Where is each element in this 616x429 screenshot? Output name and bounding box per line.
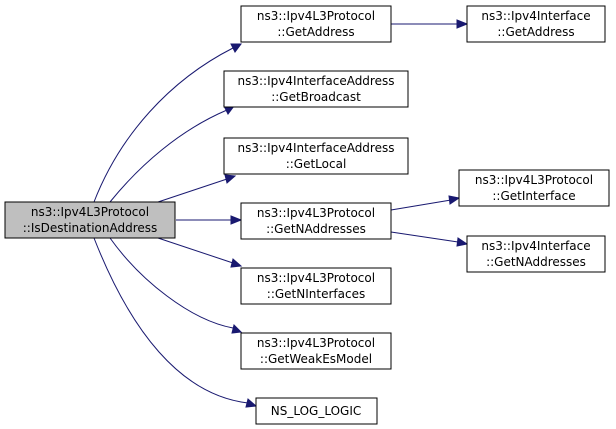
node-iface-get-address-box (466, 5, 606, 43)
edge-root-to-get-weak-es-model-arrowhead (231, 324, 243, 334)
node-iface-get-address-label-line1: ns3::Ipv4Interface (481, 9, 590, 23)
node-get-address-label-line2: ::GetAddress (277, 25, 354, 39)
edges (93, 19, 469, 408)
node-iface-get-naddresses-label-line1: ns3::Ipv4Interface (481, 239, 590, 253)
edge-root-to-get-ninterfaces (157, 237, 234, 264)
edge-root-to-get-weak-es-model (109, 237, 234, 329)
node-get-address[interactable]: ns3::Ipv4L3Protocol ::GetAddress (240, 5, 392, 43)
node-get-interface-label-line1: ns3::Ipv4L3Protocol (475, 173, 593, 187)
node-get-interface-label-line2: ::GetInterface (492, 189, 575, 203)
node-get-naddresses-label-line2: ::GetNAddresses (266, 222, 366, 236)
node-get-ninterfaces-label-line1: ns3::Ipv4L3Protocol (257, 271, 375, 285)
node-get-naddresses-box (240, 202, 392, 240)
node-get-interface-box (458, 169, 610, 207)
node-ns-log-logic-box (255, 397, 378, 425)
node-get-naddresses[interactable]: ns3::Ipv4L3Protocol ::GetNAddresses (240, 202, 392, 240)
node-iface-get-naddresses-box (466, 235, 606, 273)
node-get-broadcast-label-line2: ::GetBroadcast (271, 90, 361, 104)
node-get-weak-es-model-box (240, 332, 392, 370)
edge-get-naddresses-to-get-interface-arrowhead (448, 195, 461, 205)
edge-get-naddresses-to-get-interface (390, 199, 452, 211)
node-get-weak-es-model[interactable]: ns3::Ipv4L3Protocol ::GetWeakEsModel (240, 332, 392, 370)
node-get-local-box (223, 137, 409, 175)
node-ns-log-logic-label: NS_LOG_LOGIC (271, 404, 362, 418)
node-get-broadcast-box (223, 70, 409, 108)
node-root-label-line2: ::IsDestinationAddress (23, 221, 158, 235)
edge-root-to-get-local-arrowhead (224, 174, 237, 184)
node-get-broadcast[interactable]: ns3::Ipv4InterfaceAddress ::GetBroadcast (223, 70, 409, 108)
node-get-local-label-line2: ::GetLocal (286, 157, 347, 171)
node-get-ninterfaces-box (240, 267, 392, 305)
edge-root-to-get-local (157, 178, 228, 203)
edge-get-naddresses-to-iface-get-naddresses-arrowhead (456, 237, 469, 247)
node-get-address-label-line1: ns3::Ipv4L3Protocol (257, 9, 375, 23)
node-get-local-label-line1: ns3::Ipv4InterfaceAddress (238, 141, 395, 155)
node-ns-log-logic[interactable]: NS_LOG_LOGIC (255, 397, 378, 425)
node-root-box (4, 201, 176, 239)
node-get-broadcast-label-line1: ns3::Ipv4InterfaceAddress (238, 74, 395, 88)
node-get-naddresses-label-line1: ns3::Ipv4L3Protocol (257, 206, 375, 220)
node-get-address-box (240, 5, 392, 43)
node-root-label-line1: ns3::Ipv4L3Protocol (31, 205, 149, 219)
edge-root-to-ns-log-logic-arrowhead (245, 398, 258, 408)
edge-root-to-get-broadcast (109, 109, 228, 203)
node-get-local[interactable]: ns3::Ipv4InterfaceAddress ::GetLocal (223, 137, 409, 175)
edge-root-to-get-ninterfaces-arrowhead (230, 258, 243, 268)
edge-root-to-ns-log-logic (93, 237, 249, 404)
edge-get-naddresses-to-iface-get-naddresses (390, 231, 459, 243)
node-iface-get-address[interactable]: ns3::Ipv4Interface ::GetAddress (466, 5, 606, 43)
edge-root-to-get-address-arrowhead (230, 43, 242, 53)
node-get-weak-es-model-label-line2: ::GetWeakEsModel (260, 352, 372, 366)
node-get-interface[interactable]: ns3::Ipv4L3Protocol ::GetInterface (458, 169, 610, 207)
edge-get-address-to-iface-get-address-arrowhead (456, 19, 469, 29)
node-get-ninterfaces-label-line2: ::GetNInterfaces (267, 287, 365, 301)
node-iface-get-naddresses[interactable]: ns3::Ipv4Interface ::GetNAddresses (466, 235, 606, 273)
node-get-weak-es-model-label-line1: ns3::Ipv4L3Protocol (257, 336, 375, 350)
edge-root-to-get-address (93, 47, 234, 203)
node-iface-get-naddresses-label-line2: ::GetNAddresses (486, 255, 586, 269)
edge-root-to-get-naddresses-arrowhead (230, 215, 243, 225)
node-iface-get-address-label-line2: ::GetAddress (497, 25, 574, 39)
node-root[interactable]: ns3::Ipv4L3Protocol ::IsDestinationAddre… (4, 201, 176, 239)
node-get-ninterfaces[interactable]: ns3::Ipv4L3Protocol ::GetNInterfaces (240, 267, 392, 305)
